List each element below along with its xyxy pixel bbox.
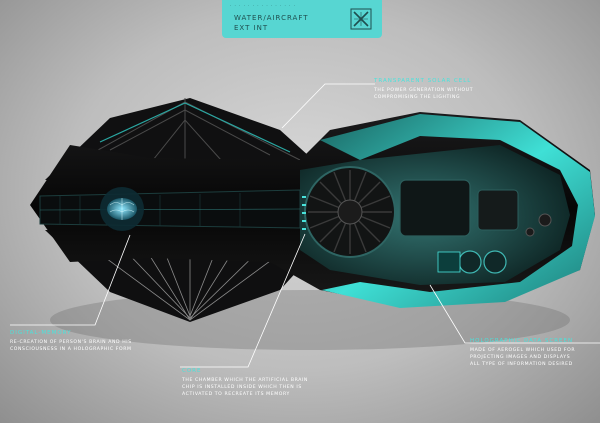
- annotation-solar-cell: TRANSPARENT SOLAR CELL THE POWER GENERAT…: [374, 78, 473, 101]
- leader-core: [180, 233, 306, 368]
- annotation-heading: HOLOGRAPHIC DATA SCREEN: [470, 338, 574, 344]
- leader-holo: [429, 284, 600, 344]
- annotation-text: THE POWER GENERATION WITHOUT: [374, 88, 474, 93]
- annotation-digital-memory: DIGITAL-MEMORY RE-CREATION OF PERSON'S B…: [10, 330, 132, 353]
- x-logo-icon: [350, 8, 372, 30]
- holographic-screen: [437, 251, 461, 273]
- leader-digital: [10, 234, 131, 326]
- annotation-text: RE-CREATION OF PERSON'S BRAIN AND HIS: [10, 340, 132, 345]
- annotation-core: CORE THE CHAMBER WHICH THE ARTIFICIAL BR…: [182, 368, 308, 398]
- annotation-heading: DIGITAL-MEMORY: [10, 330, 72, 336]
- annotation-heading: CORE: [182, 368, 202, 374]
- annotation-text: ALL TYPE OF INFORMATION DESIRED: [470, 362, 573, 367]
- annotation-text: CONSCIOUSNESS IN A HOLOGRAPHIC FORM: [10, 347, 132, 352]
- annotation-text: THE CHAMBER WHICH THE ARTIFICIAL BRAIN: [182, 378, 308, 383]
- annotation-holographic-screen: HOLOGRAPHIC DATA SCREEN MADE OF AEROGEL …: [470, 338, 575, 368]
- annotation-text: PROJECTING IMAGES AND DISPLAYS: [470, 355, 571, 360]
- leader-solar: [281, 83, 375, 129]
- tab-title: WATER/AIRCRAFT: [234, 14, 309, 22]
- teal-frame: [320, 114, 595, 308]
- annotation-text: ACTIVATED TO RECREATE ITS MEMORY: [182, 392, 290, 397]
- annotation-heading: TRANSPARENT SOLAR CELL: [374, 78, 472, 84]
- tab-subtitle: EXT INT: [234, 24, 269, 32]
- annotation-text: MADE OF AEROGEL WHICH USED FOR: [470, 348, 576, 353]
- core-chamber: [304, 166, 396, 258]
- annotation-text: COMPROMISING THE LIGHTING: [374, 95, 461, 100]
- annotation-text: CHIP IS INSTALLED INSIDE WHICH THEN IS: [182, 385, 302, 390]
- tab-tiny-text: · · · · · · · · · · · · · · ·: [230, 3, 296, 8]
- title-tab: · · · · · · · · · · · · · · · WATER/AIRC…: [222, 0, 382, 38]
